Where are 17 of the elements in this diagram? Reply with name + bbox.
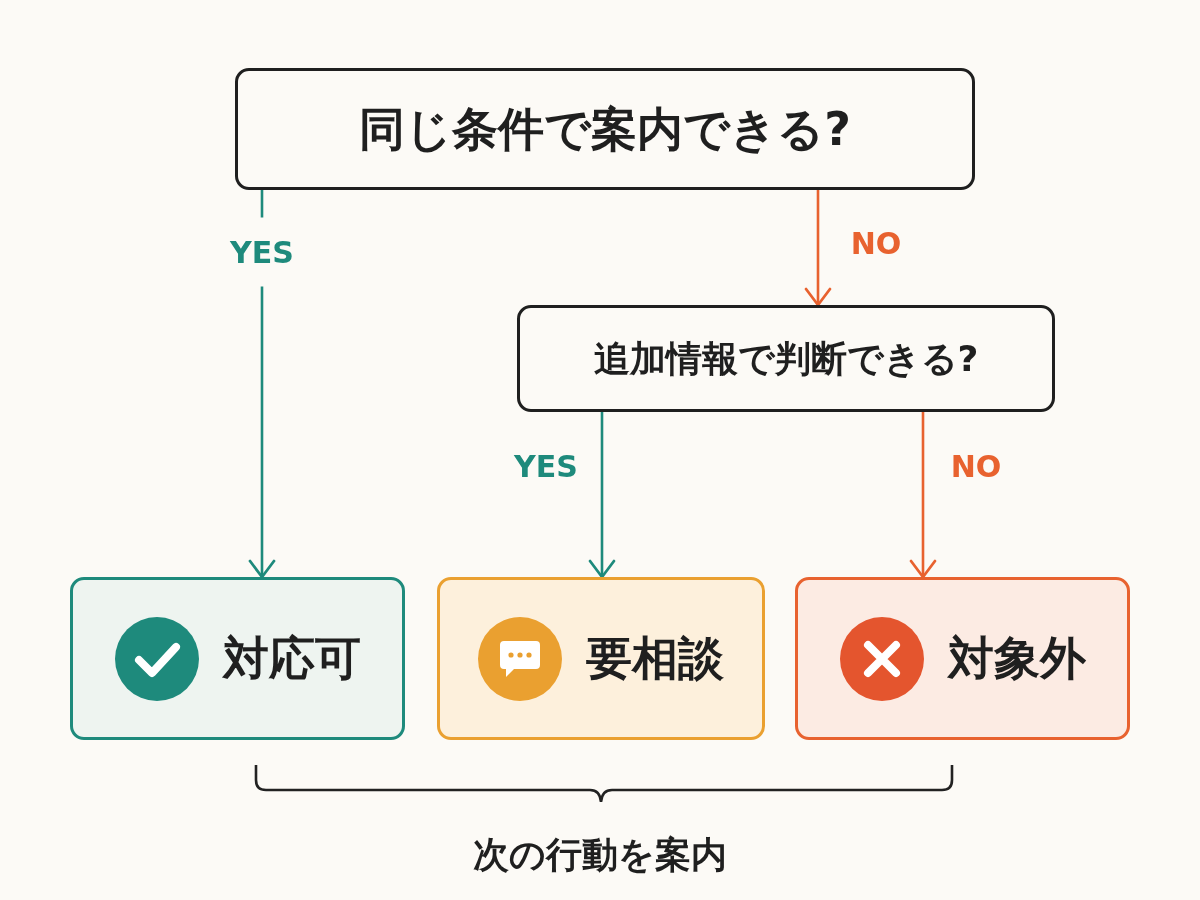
arrow bbox=[909, 412, 937, 579]
outcome-label: 要相談 bbox=[586, 630, 724, 687]
arrow bbox=[804, 190, 832, 307]
question-text: 追加情報で判断できる? bbox=[593, 336, 979, 381]
decision-box bbox=[235, 68, 975, 190]
arrow bbox=[588, 412, 616, 579]
edge-label: NO bbox=[949, 447, 1003, 486]
decision-box bbox=[517, 305, 1055, 412]
outcome-label: 対象外 bbox=[947, 630, 1086, 687]
outcome-box bbox=[437, 577, 765, 740]
bracket-caption: 次の行動を案内 bbox=[473, 833, 727, 877]
edge-label: NO bbox=[849, 224, 903, 263]
outcome-box bbox=[795, 577, 1130, 740]
outcome-label: 対応可 bbox=[222, 630, 361, 687]
outcome-box bbox=[70, 577, 405, 740]
question-text: 同じ条件で案内できる? bbox=[359, 100, 851, 158]
edge-label: YES bbox=[513, 447, 579, 486]
